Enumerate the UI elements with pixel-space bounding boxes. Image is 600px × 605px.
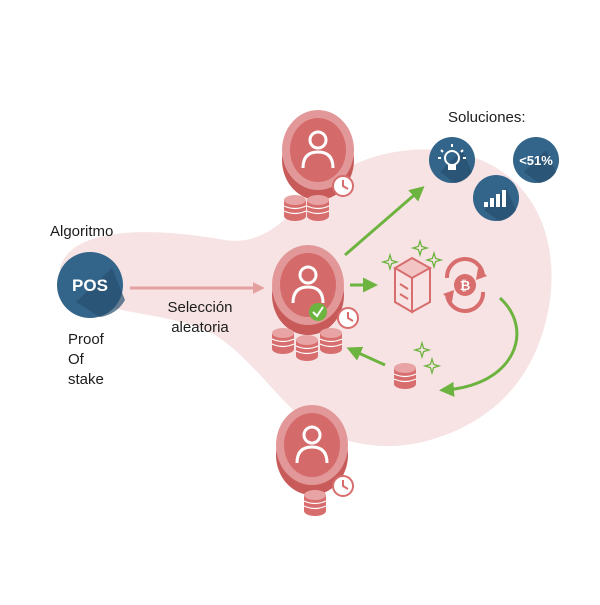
block-cube-icon <box>393 256 433 314</box>
arrow-cycle <box>439 296 519 397</box>
arrow-to-solutions <box>344 186 425 257</box>
coin-stack-icon <box>319 327 343 355</box>
svg-text:₿: ₿ <box>460 278 471 293</box>
coin-stack-icon <box>295 334 319 362</box>
bitcoin-refresh-icon: ₿ <box>443 256 487 314</box>
coin-stack-icon <box>306 194 330 222</box>
coin-stack-icon <box>271 327 295 355</box>
lightbulb-icon <box>429 137 475 183</box>
arrow-to-stacks <box>346 346 386 367</box>
clock-icon <box>332 475 354 497</box>
clock-icon <box>337 307 359 329</box>
coin-stack-icon <box>393 362 417 390</box>
coin-stack-icon <box>303 489 327 517</box>
percent-label: <51% <box>519 153 553 168</box>
validator-selected <box>270 243 359 362</box>
algorithm-label: Algoritmo <box>50 223 114 240</box>
majority-badge: <51% <box>513 137 559 183</box>
pos-badge-icon: POS <box>57 252 125 318</box>
random-selection-label-line2: aleatoria <box>171 319 229 336</box>
random-selection-label-line1: Selección <box>167 299 233 316</box>
signal-bars-icon <box>473 175 519 221</box>
clock-icon <box>332 175 354 197</box>
coin-stack-icon <box>283 194 307 222</box>
stake-label: stake <box>68 371 104 388</box>
of-label: Of <box>68 351 84 368</box>
checkmark-icon <box>309 303 327 321</box>
solutions-label: Soluciones: <box>448 109 526 126</box>
pos-label: POS <box>72 276 108 295</box>
proof-label: Proof <box>68 331 104 348</box>
